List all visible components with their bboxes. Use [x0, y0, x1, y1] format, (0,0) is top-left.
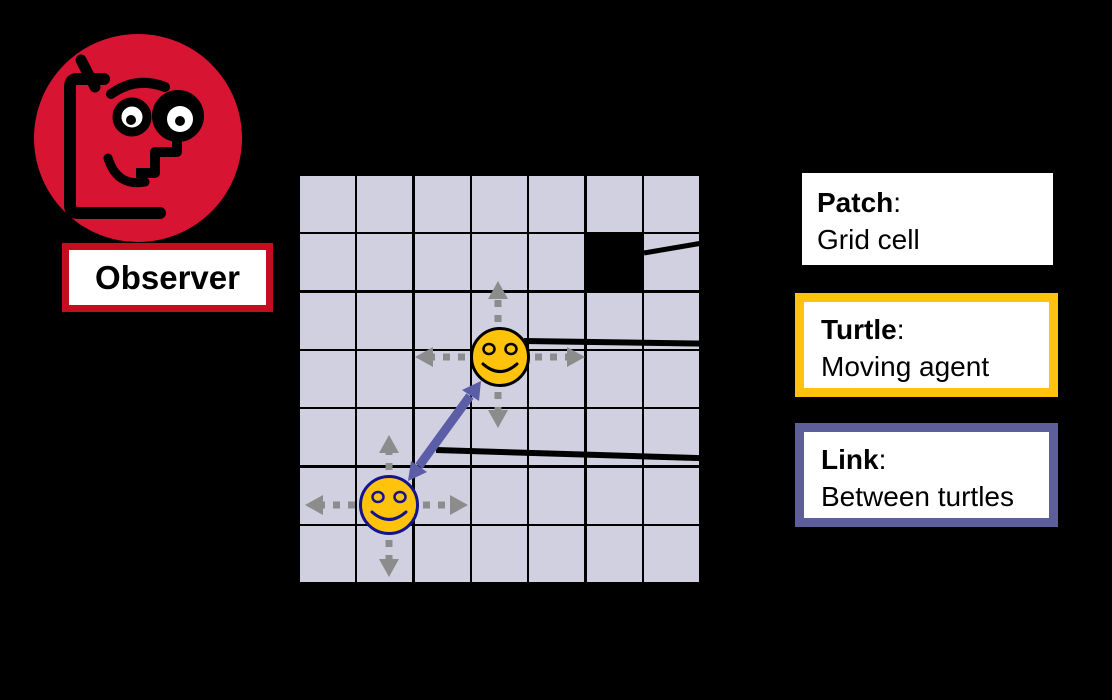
grid-cell — [414, 351, 470, 407]
grid-cell — [529, 526, 585, 582]
grid-cell — [529, 234, 585, 291]
legend-turtle-term: Turtle — [821, 314, 897, 345]
legend-patch-box: Patch: Grid cell — [802, 173, 1053, 265]
grid-cell — [300, 526, 355, 582]
observer-red-circle — [34, 34, 242, 242]
legend-turtle-box: Turtle: Moving agent — [795, 293, 1058, 397]
grid-cell — [644, 467, 699, 524]
legend-turtle-colon: : — [896, 314, 905, 345]
grid-cell — [414, 409, 470, 466]
grid-cell — [472, 351, 527, 407]
legend-patch-term: Patch — [817, 187, 894, 218]
grid-cell — [414, 292, 470, 349]
grid-cell — [472, 467, 527, 524]
grid-cell — [357, 351, 413, 407]
grid-cell — [472, 526, 527, 582]
grid-cell — [300, 467, 355, 524]
grid-cell — [472, 176, 527, 232]
grid-cell — [529, 176, 585, 232]
grid-cell — [357, 234, 413, 291]
observer-label: Observer — [62, 243, 273, 312]
grid-cell — [300, 176, 355, 232]
grid-cell — [300, 234, 355, 291]
grid-cell — [586, 526, 642, 582]
grid-cell — [472, 409, 527, 466]
grid-cell — [529, 467, 585, 524]
grid-cell — [472, 292, 527, 349]
grid-cell — [529, 292, 585, 349]
grid-cell — [414, 526, 470, 582]
legend-patch-description: Grid cell — [817, 224, 920, 255]
grid-cell — [644, 526, 699, 582]
patch-cell — [586, 234, 642, 291]
grid-cell — [644, 234, 699, 291]
grid-cell — [644, 292, 699, 349]
grid-cell — [586, 292, 642, 349]
grid-cell — [586, 467, 642, 524]
grid-cell — [414, 176, 470, 232]
grid-cell — [357, 409, 413, 466]
legend-link-colon: : — [878, 444, 887, 475]
legend-link-term: Link — [821, 444, 879, 475]
legend-link-box: Link: Between turtles — [795, 423, 1058, 527]
observer-icon — [34, 34, 242, 242]
grid-cell — [644, 176, 699, 232]
legend-turtle-title: Turtle: — [821, 311, 1049, 348]
grid-cell — [357, 176, 413, 232]
grid-cell — [300, 292, 355, 349]
legend-link-description: Between turtles — [821, 481, 1014, 512]
grid-cell — [414, 467, 470, 524]
grid-cell — [586, 176, 642, 232]
grid-cell — [300, 409, 355, 466]
legend-patch-colon: : — [893, 187, 902, 218]
observer-face — [64, 54, 204, 219]
grid-cell — [529, 409, 585, 466]
grid-cell — [529, 351, 585, 407]
grid-cell — [357, 467, 413, 524]
grid-cell — [300, 351, 355, 407]
legend-link-title: Link: — [821, 441, 1049, 478]
observer-label-text: Observer — [95, 258, 240, 296]
grid-cell — [644, 409, 699, 466]
legend-turtle-description: Moving agent — [821, 351, 990, 382]
grid-cell — [414, 234, 470, 291]
grid-cell — [357, 292, 413, 349]
grid-cell — [644, 351, 699, 407]
grid-cell — [586, 351, 642, 407]
grid-cell — [472, 234, 527, 291]
grid-cell — [357, 526, 413, 582]
world-grid — [297, 173, 702, 585]
grid-cell — [586, 409, 642, 466]
legend-patch-title: Patch: — [817, 184, 1053, 221]
